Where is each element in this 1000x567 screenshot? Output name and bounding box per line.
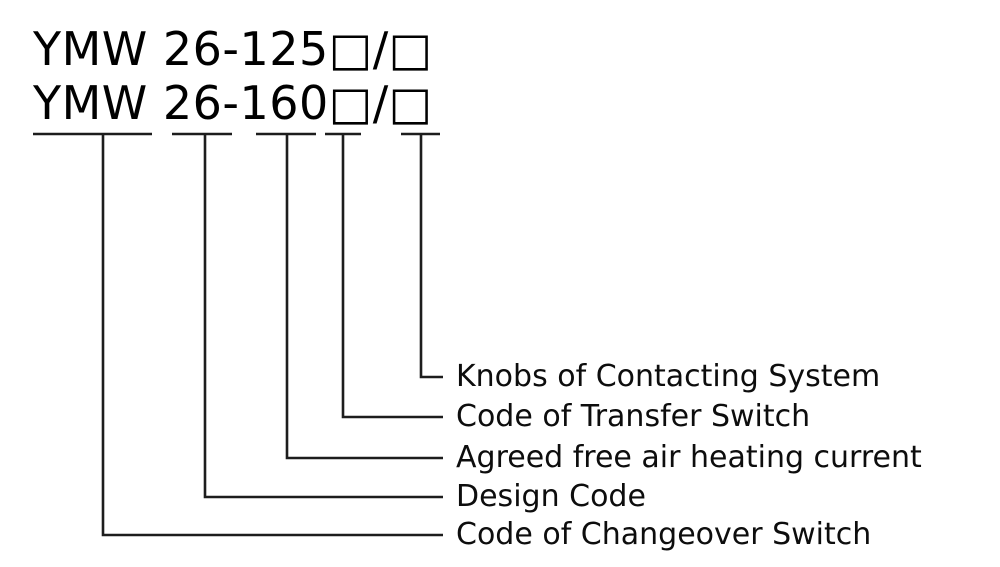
product-code-line-2: YMW 26-160□/□ — [33, 76, 433, 130]
callout-label-heating-current: Agreed free air heating current — [456, 440, 922, 475]
leader-contacting-knobs — [419, 134, 443, 379]
callout-label-changeover-switch: Code of Changeover Switch — [456, 517, 872, 552]
leader-transfer-switch — [341, 134, 443, 419]
callout-label-design-code: Design Code — [456, 479, 646, 514]
callout-label-transfer-switch: Code of Transfer Switch — [456, 399, 811, 434]
leader-design-code — [203, 134, 443, 499]
product-code-line-1: YMW 26-125□/□ — [33, 22, 433, 76]
leader-heating-current — [285, 134, 443, 460]
callout-label-contacting-knobs: Knobs of Contacting System — [456, 359, 881, 394]
leader-changeover-switch — [101, 134, 443, 537]
